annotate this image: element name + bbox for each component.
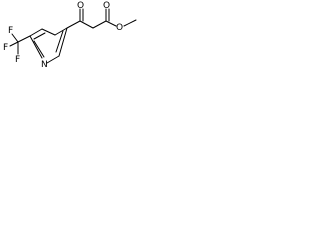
atom-label-f-top: F — [8, 26, 13, 36]
bond-ring-double-1 — [55, 30, 64, 53]
atom-label-o-ketone: O — [77, 1, 84, 11]
chemical-structure-diagram: O O O N F F F — [3, 1, 137, 70]
bond-cf3-f-left — [9, 41, 19, 47]
bond-ring-n-c2 — [46, 55, 60, 64]
atom-label-n-ring: N — [41, 60, 48, 70]
bond-ring-double-3 — [33, 40, 45, 58]
bond-ch2-ester — [92, 20, 107, 29]
bond-ester-c-o — [105, 20, 117, 27]
atom-label-o-ester-carbonyl: O — [103, 1, 110, 11]
atom-label-f-left: F — [3, 43, 8, 53]
bond-ring-c3-c4 — [54, 27, 68, 36]
atom-label-f-bottom: F — [15, 55, 20, 65]
bond-ring-to-ketone — [66, 20, 81, 29]
atom-label-o-ester-single: O — [116, 23, 123, 33]
bond-ring-double-2 — [33, 32, 46, 40]
bond-ring-c4-c5 — [41, 28, 56, 36]
bond-o-methyl — [123, 19, 137, 27]
bonds — [9, 8, 137, 64]
bond-ring-c6-n — [29, 35, 43, 59]
structure-canvas: O O O N F F F — [0, 0, 160, 90]
bond-ring-c5-c6 — [29, 28, 43, 37]
bond-ketone-ch2 — [79, 20, 94, 29]
bond-ring-c2-c3 — [58, 27, 68, 57]
bond-ring-to-cf3 — [17, 35, 31, 43]
bond-cf3-f-top — [11, 33, 19, 43]
